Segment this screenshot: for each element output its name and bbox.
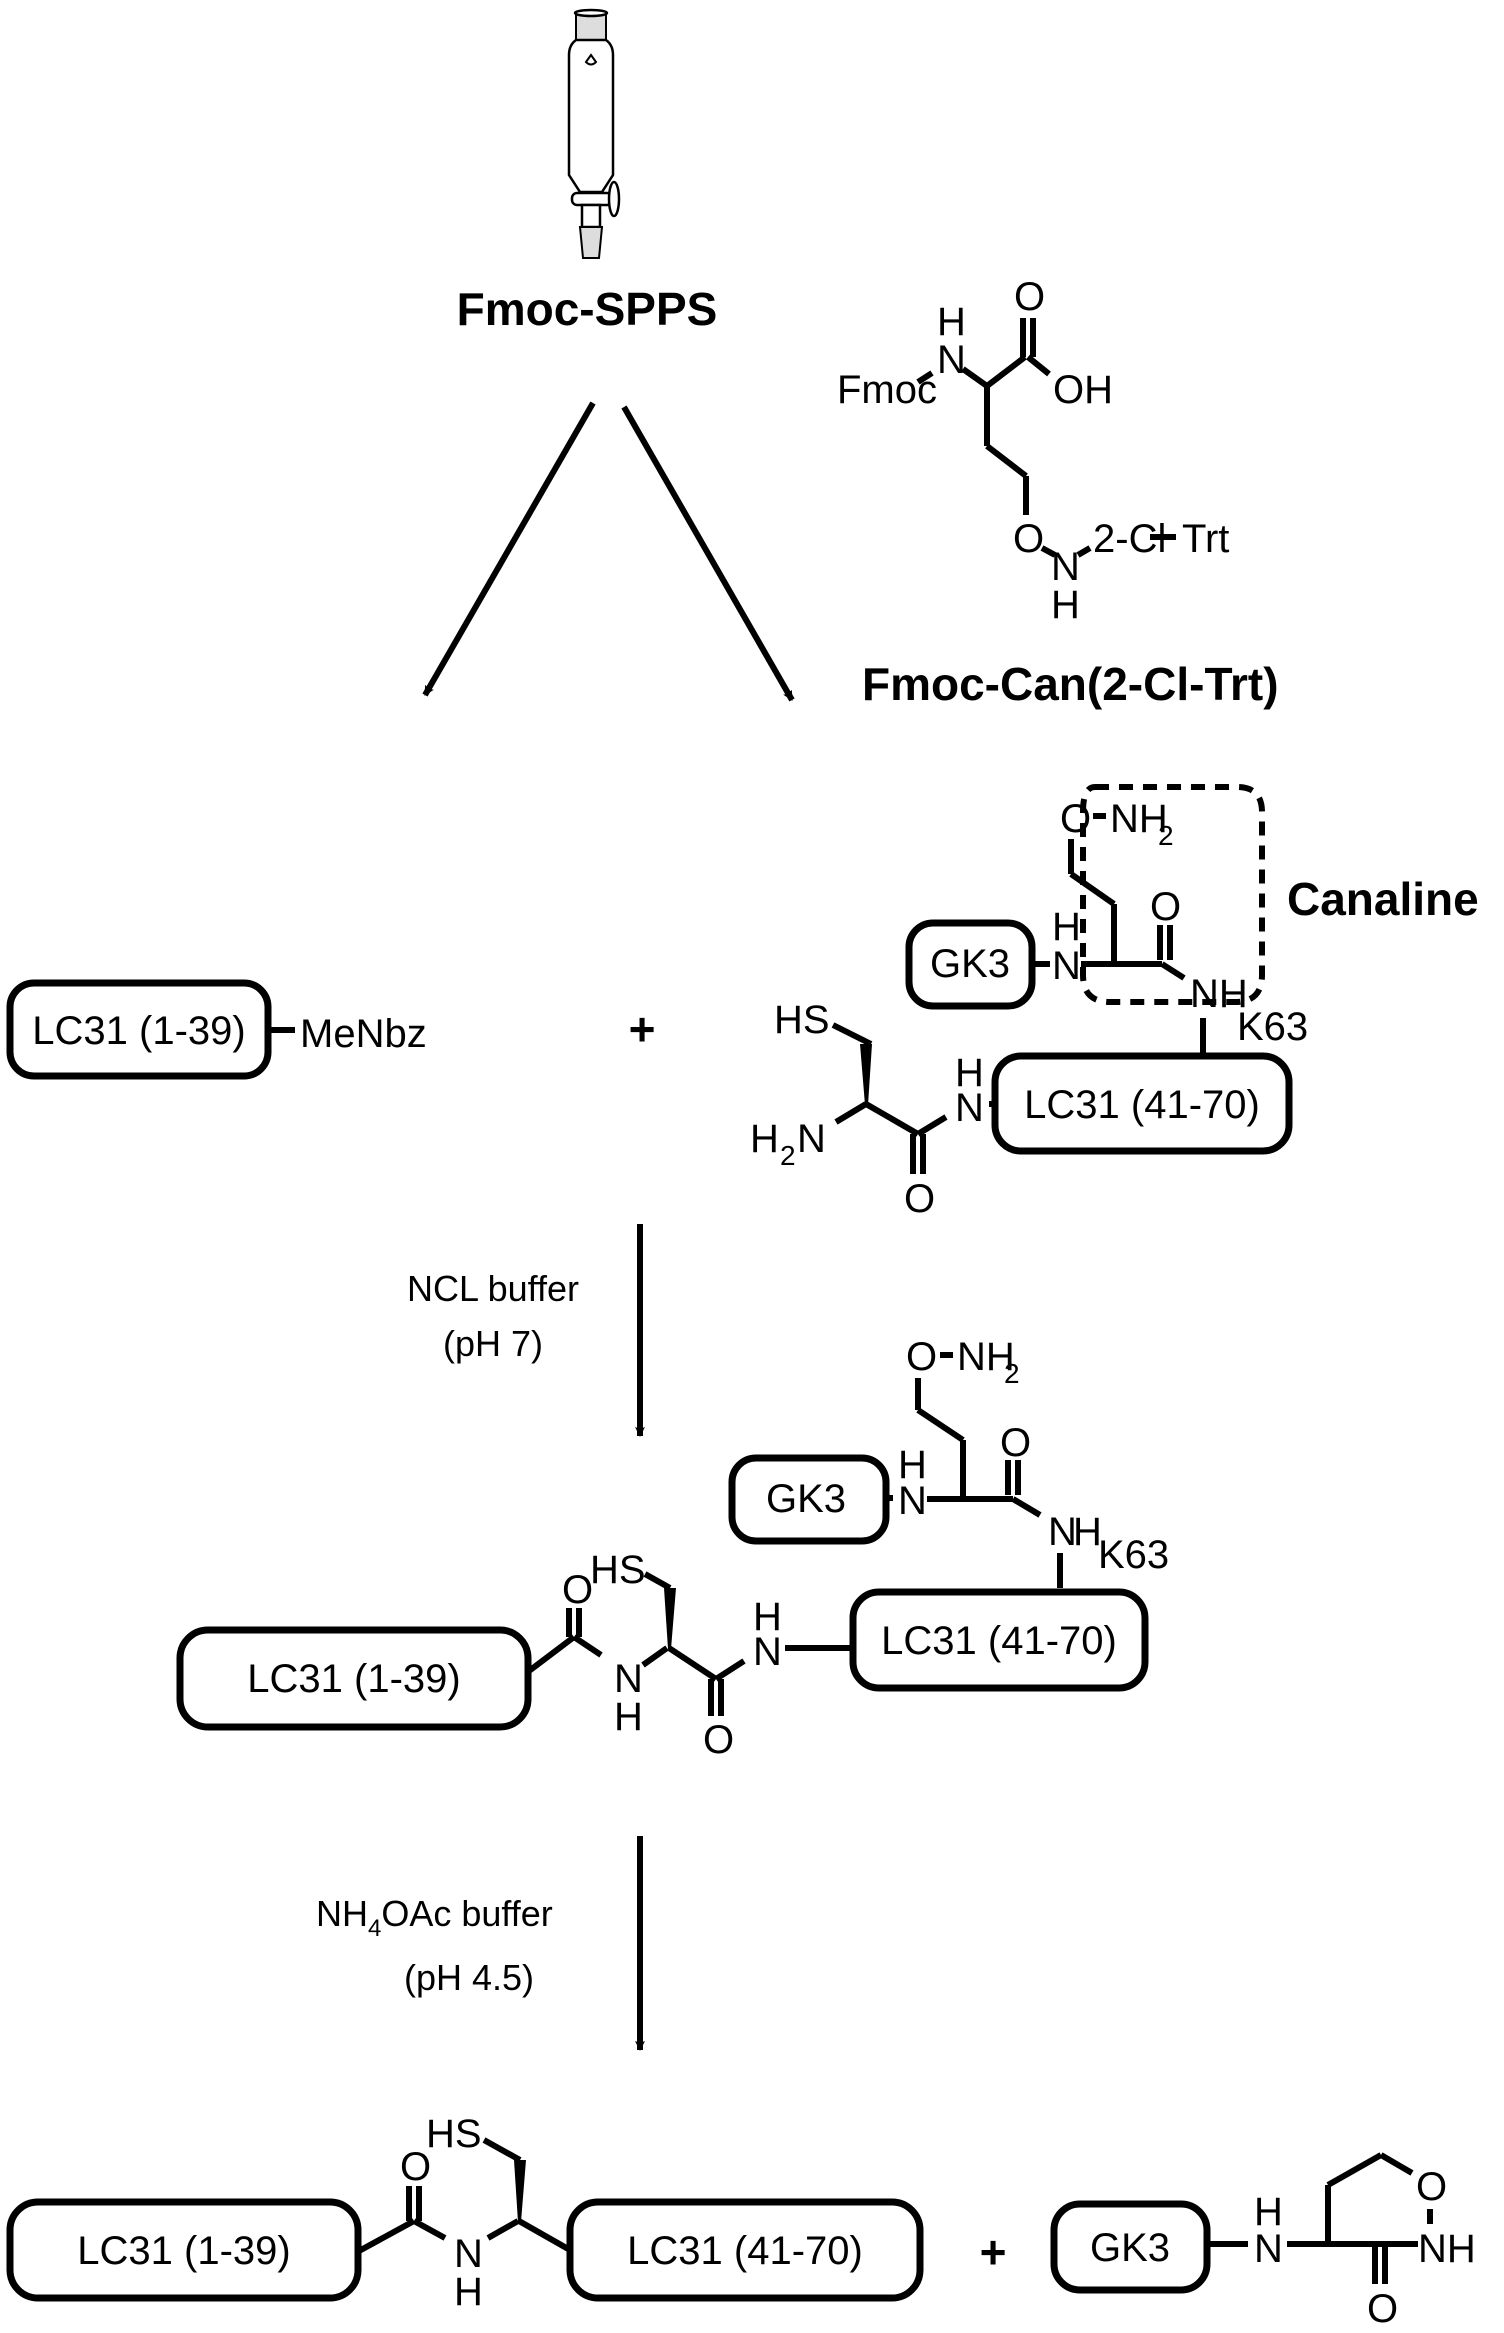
peptide-box-gk3 <box>728 1454 890 1545</box>
svg-text:O: O <box>1000 1421 1031 1465</box>
svg-text:H: H <box>955 1051 984 1095</box>
svg-text:LC31 (41-70): LC31 (41-70) <box>627 2229 863 2273</box>
svg-text:N: N <box>1048 1510 1077 1554</box>
spps-label: Fmoc-SPPS <box>457 283 718 335</box>
peptide-box-gk3 <box>905 919 1036 1010</box>
svg-text:N: N <box>753 1630 782 1674</box>
wedge-bond <box>514 2160 526 2222</box>
atom-n: N <box>937 338 966 382</box>
svg-text:O: O <box>1060 797 1091 841</box>
svg-text:N: N <box>1052 944 1081 988</box>
svg-text:N: N <box>797 1117 826 1161</box>
svg-text:O: O <box>904 1177 935 1221</box>
plus-sign: + <box>629 1003 656 1055</box>
svg-text:O: O <box>400 2145 431 2189</box>
svg-text:2: 2 <box>780 1140 796 1171</box>
svg-text:2: 2 <box>1158 820 1174 851</box>
svg-text:NH: NH <box>1418 2227 1476 2271</box>
menbz-label: MeNbz <box>300 1012 427 1056</box>
nh4oac-condition: NH4OAc buffer <box>316 1893 553 1942</box>
svg-text:O: O <box>1367 2287 1398 2331</box>
atom-h: H <box>937 300 966 344</box>
svg-text:H: H <box>1254 2190 1283 2234</box>
svg-text:NH: NH <box>957 1335 1015 1379</box>
svg-text:N: N <box>614 1657 643 1701</box>
svg-text:NH: NH <box>1110 797 1168 841</box>
plus-sign: + <box>980 2226 1007 2278</box>
svg-text:GK3: GK3 <box>1090 2226 1170 2270</box>
atom-ether-o: O <box>1013 517 1044 561</box>
atom-amine-n: N <box>1051 545 1080 589</box>
atom-carbonyl-o: O <box>1014 275 1045 319</box>
peptide-box-lc31-41-70 <box>566 2198 924 2302</box>
atom-amine-h: H <box>1051 583 1080 627</box>
arrow-to-branched <box>621 405 795 702</box>
svg-text:NH: NH <box>1190 972 1248 1016</box>
peptide-box-lc31-41-70 <box>849 1588 1149 1692</box>
wedge-bond <box>860 1044 872 1105</box>
svg-text:H: H <box>753 1595 782 1639</box>
atom-trt: Trt <box>1182 517 1229 561</box>
svg-text:N: N <box>454 2232 483 2276</box>
svg-text:LC31 (41-70): LC31 (41-70) <box>881 1619 1117 1663</box>
final-product-isoxazolidinone: GK3 H N O NH O <box>1050 2152 1476 2331</box>
svg-text:H: H <box>750 1117 779 1161</box>
building-block-name: Fmoc-Can(2-Cl-Trt) <box>862 658 1279 710</box>
peptide-label: LC31 (1-39) <box>32 1009 245 1053</box>
svg-text:LC31 (1-39): LC31 (1-39) <box>77 2229 290 2273</box>
thioester-peptide: LC31 (1-39) MeNbz <box>6 979 427 1080</box>
svg-text:LC31 (1-39): LC31 (1-39) <box>247 1657 460 1701</box>
nh4oac-condition-line2: (pH 4.5) <box>404 1957 534 1998</box>
k63-label: K63 <box>1098 1533 1169 1577</box>
svg-text:O: O <box>906 1335 937 1379</box>
svg-text:N: N <box>898 1479 927 1523</box>
svg-text:O: O <box>703 1718 734 1762</box>
svg-text:HS: HS <box>590 1548 646 1592</box>
atom-oh: OH <box>1053 368 1113 412</box>
svg-text:H: H <box>1073 1510 1102 1554</box>
k63-label: K63 <box>1237 1005 1308 1049</box>
atom-fmoc: Fmoc <box>837 368 937 412</box>
svg-text:H: H <box>454 2270 483 2314</box>
svg-text:HS: HS <box>774 998 830 1042</box>
svg-text:H: H <box>614 1695 643 1739</box>
peptide-box-lc31-1-39 <box>6 2198 362 2302</box>
svg-text:O: O <box>1416 2165 1447 2209</box>
svg-text:LC31 (41-70): LC31 (41-70) <box>1024 1083 1260 1127</box>
fmoc-can-structure: Fmoc H N O OH O N H 2-Cl Trt <box>837 275 1229 627</box>
peptide-box-lc31-1-39 <box>6 979 272 1080</box>
svg-text:H: H <box>1052 905 1081 949</box>
canaline-highlight-box <box>1080 784 1265 1005</box>
chromatography-column-icon <box>567 8 621 259</box>
gk3-label: GK3 <box>930 942 1010 986</box>
wedge-bond <box>664 1588 676 1649</box>
svg-text:NH4OAc buffer: NH4OAc buffer <box>316 1893 553 1942</box>
svg-text:H: H <box>898 1443 927 1487</box>
ligation-product: GK3 H N O NH 2 O N H K63 LC31 (41-70) LC… <box>176 1335 1169 1762</box>
svg-text:GK3: GK3 <box>766 1477 846 1521</box>
svg-text:O: O <box>562 1568 593 1612</box>
svg-text:N: N <box>1254 2227 1283 2271</box>
final-product-ligated: LC31 (1-39) O N H HS LC31 (41-70) <box>6 2112 924 2314</box>
svg-text:HS: HS <box>426 2112 482 2156</box>
svg-text:N: N <box>955 1086 984 1130</box>
peptide-box-gk3 <box>1050 2200 1211 2294</box>
branched-peptide: GK3 H N O NH 2 O Canaline NH K63 LC31 (4… <box>750 784 1479 1221</box>
peptide-box-lc31-1-39 <box>176 1626 532 1731</box>
arrow-to-thioester <box>422 401 596 697</box>
svg-text:O: O <box>1150 885 1181 929</box>
ncl-condition-line2: (pH 7) <box>443 1323 543 1364</box>
ncl-condition-line1: NCL buffer <box>407 1268 579 1309</box>
canaline-label: Canaline <box>1287 873 1479 925</box>
svg-text:2: 2 <box>1004 1358 1020 1389</box>
